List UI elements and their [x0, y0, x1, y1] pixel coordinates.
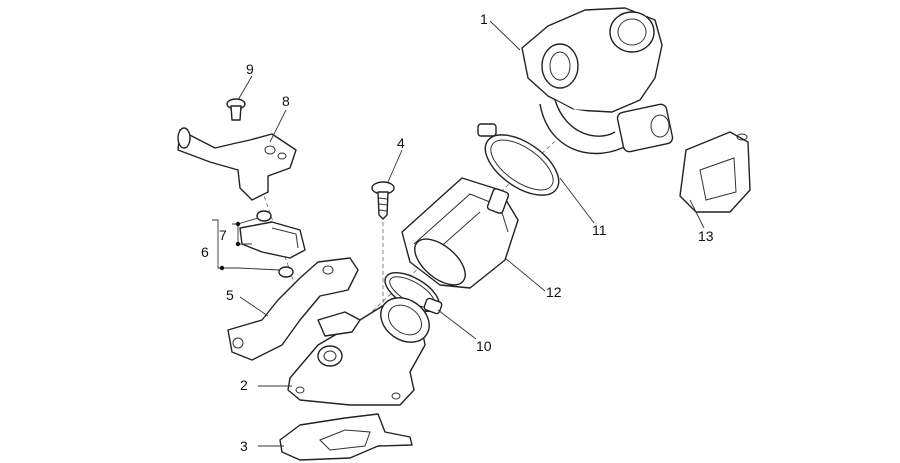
callout-6: 6	[201, 244, 209, 260]
intake-manifold-part	[287, 297, 430, 406]
throttle-body-part	[521, 7, 674, 155]
leader-6a	[237, 217, 259, 225]
leader-9	[237, 75, 253, 101]
callout-2: 2	[240, 377, 248, 393]
hose-clamp-upper-part	[477, 123, 560, 196]
leader-8	[269, 109, 287, 143]
callout-4: 4	[397, 135, 405, 151]
dot-7-mid	[235, 241, 241, 247]
screw-part	[371, 181, 395, 220]
bracket-7	[232, 223, 252, 245]
callout-10: 10	[476, 338, 492, 354]
leader-1	[489, 20, 521, 51]
callout-1: 1	[480, 11, 488, 27]
hose-clamp-lower-part	[384, 272, 443, 315]
gasket-part	[279, 413, 413, 461]
callout-13: 13	[698, 228, 714, 244]
bracket-part	[227, 257, 359, 361]
cover-cap-part	[679, 131, 751, 213]
callout-11: 11	[592, 222, 607, 238]
leader-12	[504, 257, 546, 292]
leader-4	[387, 149, 403, 183]
bracket-6	[212, 219, 238, 269]
dot-7-top	[235, 221, 241, 227]
leader-6b	[237, 267, 281, 271]
intake-sleeve-part	[401, 177, 519, 289]
callout-8: 8	[282, 93, 290, 109]
bolt-part	[226, 98, 246, 121]
leader-13	[689, 199, 705, 229]
leader-5	[239, 296, 269, 317]
dot-6-bottom	[219, 265, 225, 271]
callout-5: 5	[226, 287, 234, 303]
callout-9: 9	[246, 61, 254, 77]
callout-3: 3	[240, 438, 248, 454]
callout-7: 7	[219, 227, 227, 243]
leader-11	[559, 177, 595, 224]
leader-10	[437, 309, 477, 340]
connector-part	[239, 210, 306, 278]
callout-12: 12	[546, 284, 562, 300]
sensor-part	[177, 127, 297, 201]
